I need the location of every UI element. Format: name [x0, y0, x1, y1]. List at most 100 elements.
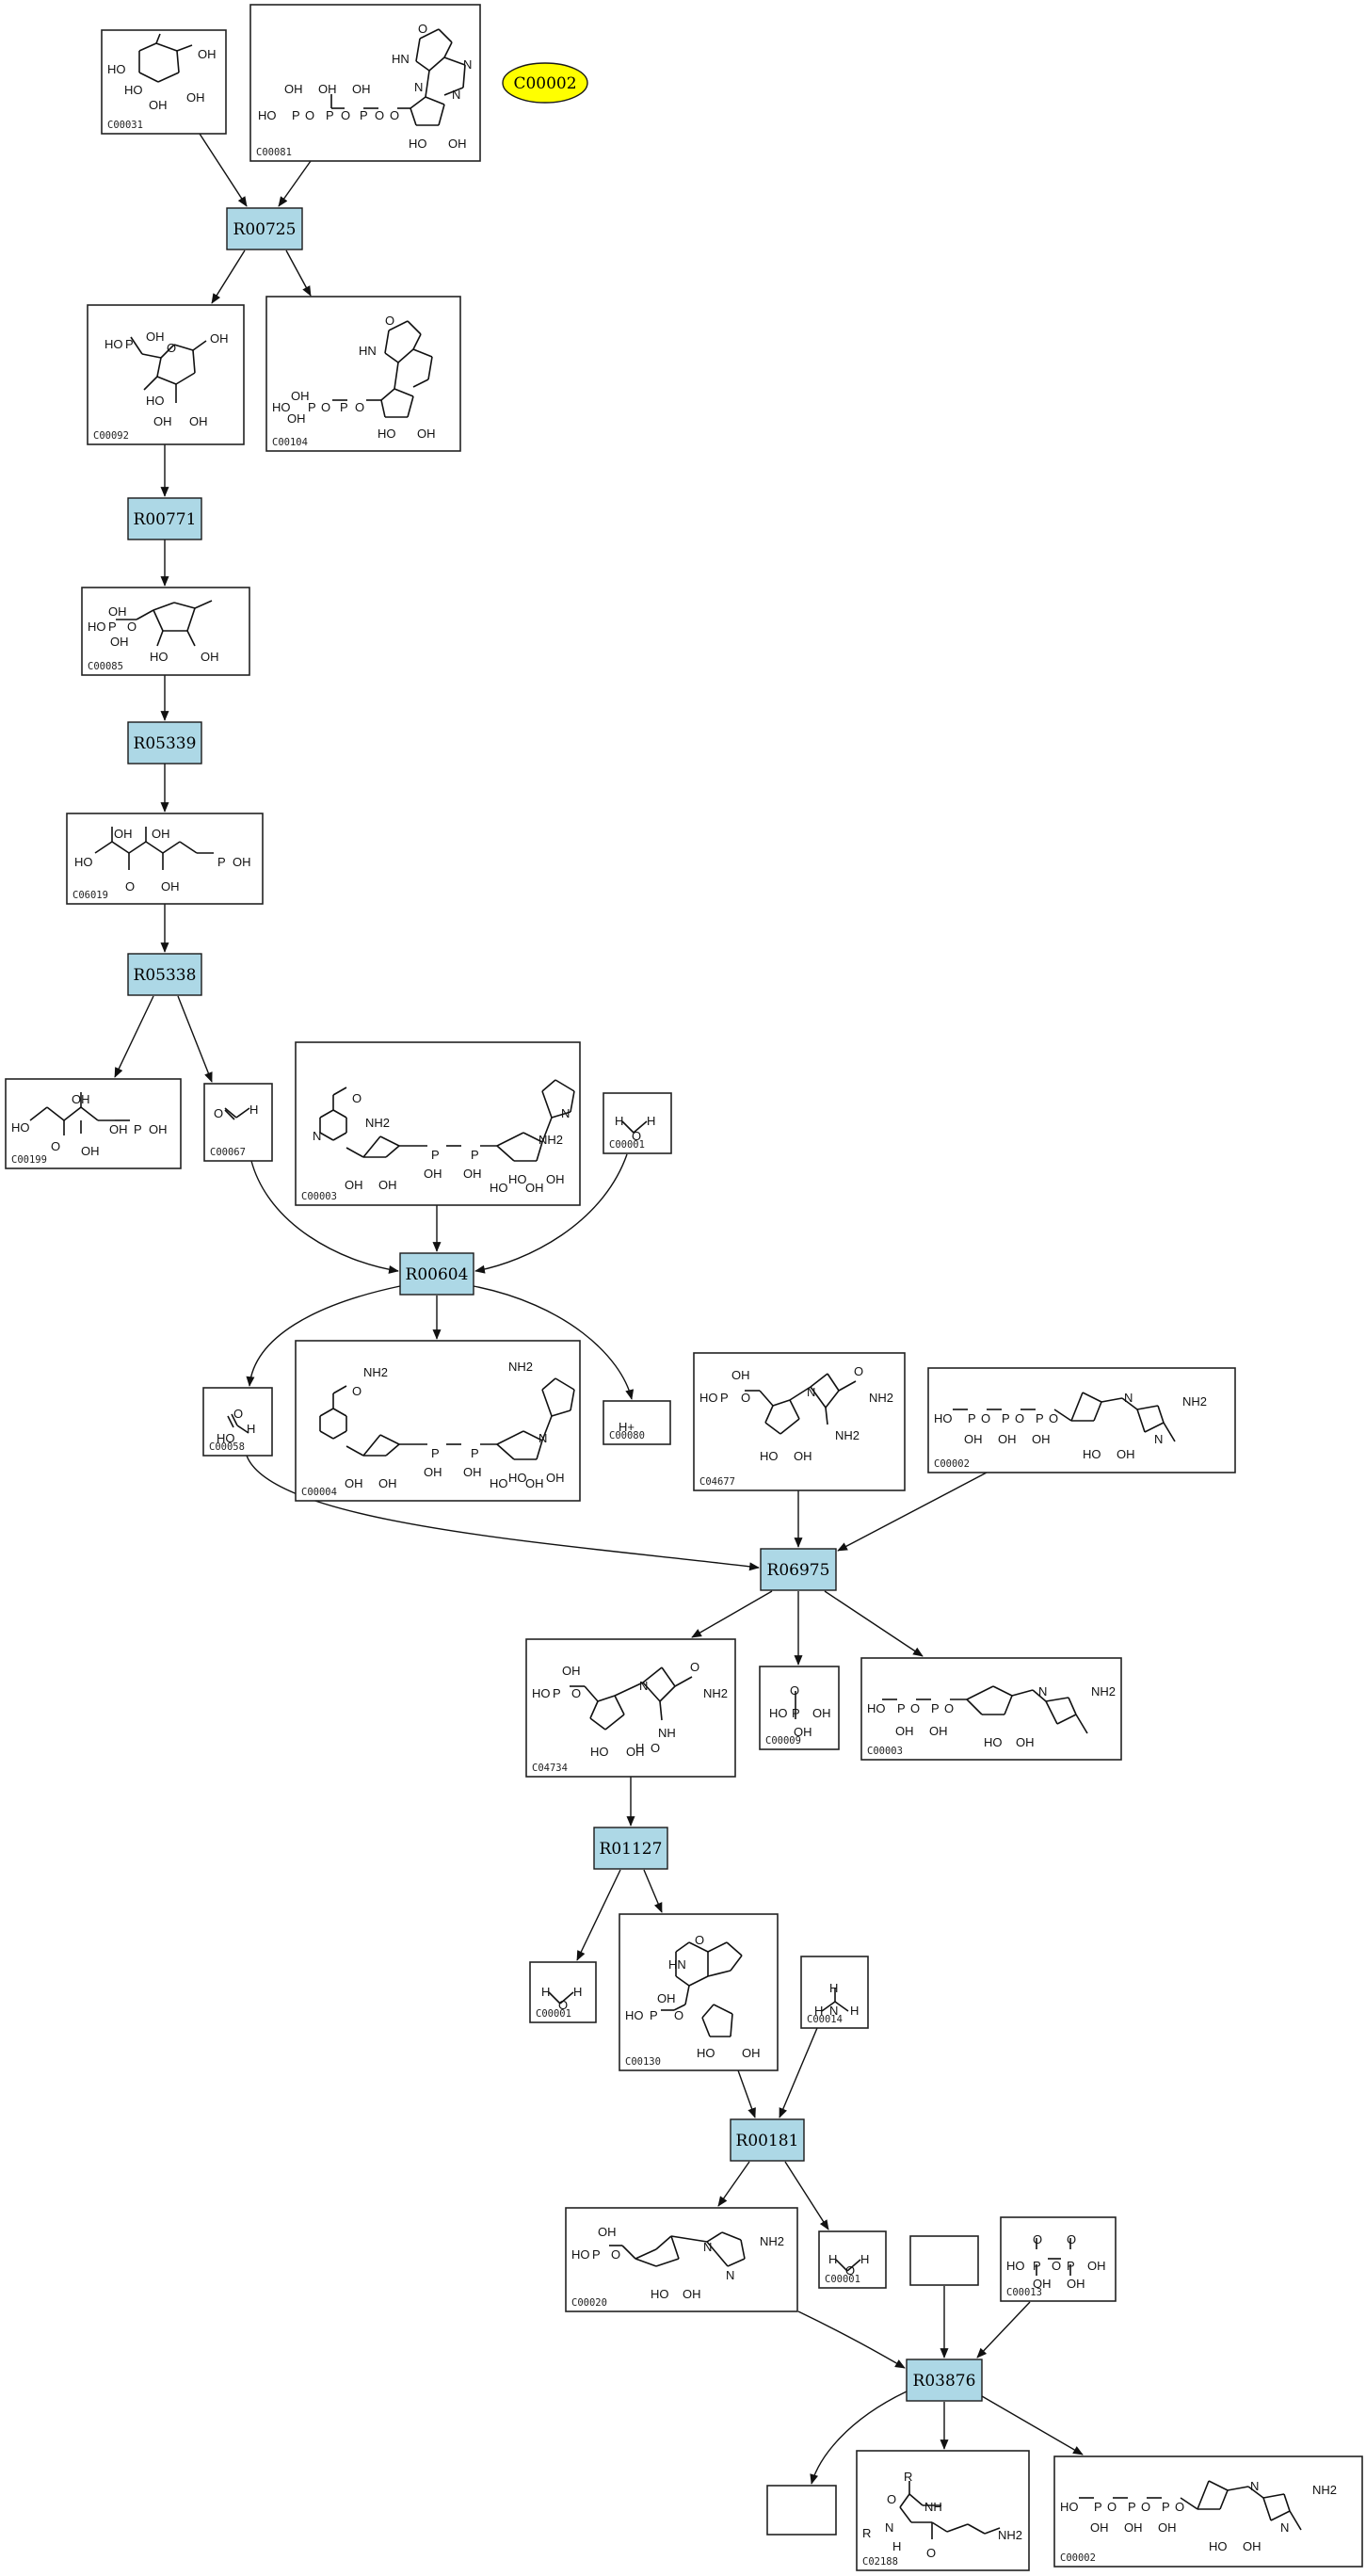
compound-box[interactable]: [5, 1078, 182, 1169]
compound-box[interactable]: [766, 2485, 837, 2536]
highlight-oval[interactable]: [502, 62, 588, 104]
reaction-node-r06975[interactable]: R06975: [760, 1548, 837, 1591]
bond-line: [1004, 1695, 1013, 1715]
bond-line: [688, 1941, 709, 1953]
bond-line: [810, 1386, 827, 1409]
bond-line: [740, 2239, 746, 2260]
compound-box[interactable]: [603, 1092, 672, 1154]
reaction-box[interactable]: [399, 1252, 474, 1296]
compound-box[interactable]: [295, 1340, 581, 1502]
reaction-box[interactable]: [127, 953, 202, 996]
compound-box[interactable]: [860, 1657, 1122, 1761]
compound-box[interactable]: [87, 304, 245, 445]
bond-line: [496, 1443, 515, 1460]
bond-line: [227, 1415, 234, 1428]
atom-label: H: [573, 1985, 582, 1999]
reaction-node-r00604[interactable]: R00604: [399, 1252, 474, 1296]
compound-box[interactable]: [603, 1400, 671, 1445]
compound-id-label: C00001: [536, 2008, 571, 2020]
atom-label: HO: [1006, 2259, 1025, 2273]
reaction-node-r01127[interactable]: R01127: [593, 1827, 668, 1870]
compound-box[interactable]: [203, 1083, 273, 1162]
compound-box[interactable]: [249, 4, 481, 162]
edge-28: [717, 2161, 750, 2207]
bond-line: [496, 1145, 515, 1162]
compound-node-c00080-12[interactable]: H+C00080: [603, 1400, 671, 1445]
compound-box[interactable]: [101, 29, 227, 135]
highlight-node-c00002[interactable]: C00002: [502, 62, 588, 104]
compound-box[interactable]: [1053, 2455, 1363, 2568]
reaction-box[interactable]: [127, 497, 202, 540]
compound-box[interactable]: [525, 1638, 736, 1778]
atom-label: P: [553, 1686, 561, 1700]
bond-line: [655, 2258, 680, 2267]
compound-box[interactable]: [295, 1041, 581, 1206]
bond-line: [1144, 1422, 1165, 1433]
atom-label: O: [741, 1391, 750, 1405]
atom-label: OH: [233, 855, 251, 869]
reaction-box[interactable]: [730, 2118, 805, 2162]
atom-label: HO: [760, 1449, 779, 1463]
reaction-node-r00181[interactable]: R00181: [730, 2118, 805, 2162]
reaction-box[interactable]: [906, 2359, 983, 2402]
edge-1: [278, 160, 312, 207]
bond-line: [236, 1425, 249, 1434]
reaction-box[interactable]: [760, 1548, 837, 1591]
compound-box[interactable]: [66, 813, 264, 905]
compound-box[interactable]: [565, 2207, 798, 2312]
reaction-box[interactable]: [127, 721, 202, 765]
compound-box[interactable]: [856, 2450, 1030, 2571]
compound-node-unlabeled-25[interactable]: [766, 2485, 837, 2536]
reaction-node-r05338[interactable]: R05338: [127, 953, 202, 996]
bond-line: [554, 1079, 575, 1092]
reaction-node-r03876[interactable]: R03876: [906, 2359, 983, 2402]
reaction-node-r00771[interactable]: R00771: [127, 497, 202, 540]
reaction-box[interactable]: [593, 1827, 668, 1870]
compound-box[interactable]: [619, 1913, 779, 2071]
compound-box[interactable]: [202, 1387, 273, 1457]
reaction-node-r00725[interactable]: R00725: [226, 207, 303, 250]
atom-label: P: [308, 400, 316, 414]
compound-box[interactable]: [693, 1352, 906, 1491]
atom-label: N: [452, 88, 460, 102]
reaction-node-r05339[interactable]: R05339: [127, 721, 202, 765]
compound-box[interactable]: [265, 296, 461, 452]
reaction-box[interactable]: [226, 207, 303, 250]
atom-label: HO: [934, 1411, 953, 1425]
compound-node-unlabeled-23[interactable]: [909, 2235, 979, 2286]
compound-box[interactable]: [529, 1961, 597, 2023]
atom-label: O: [611, 2247, 620, 2262]
compound-box[interactable]: [818, 2230, 887, 2289]
bond-line: [29, 1106, 48, 1121]
bond-line: [173, 602, 196, 609]
bond-line: [946, 2523, 969, 2533]
compound-box[interactable]: [759, 1666, 840, 1750]
atom-label: OH: [114, 827, 133, 841]
compound-box[interactable]: [909, 2235, 979, 2286]
